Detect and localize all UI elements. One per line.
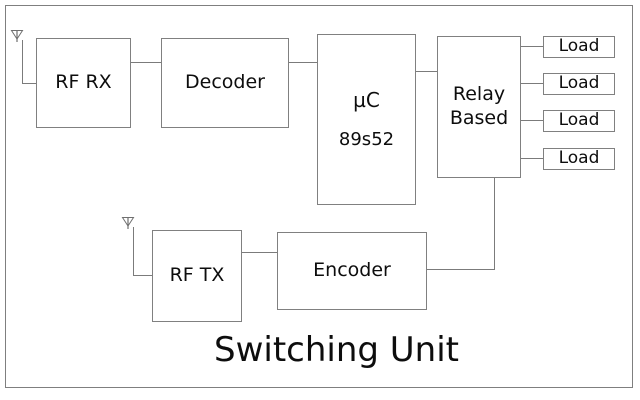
wire-rx-antenna-to-rfrx (22, 83, 38, 84)
wire-rfrx-to-decoder (131, 62, 162, 63)
block-mcu-line1: µC (353, 87, 380, 112)
wire-relay-to-encoder (427, 269, 495, 270)
wire-tx-antenna-to-rftx (133, 275, 154, 276)
block-load-2[interactable]: Load (543, 73, 615, 95)
block-load-4-label: Load (558, 148, 600, 169)
block-mcu-line2: 89s52 (338, 128, 395, 150)
diagram-title: Switching Unit (214, 330, 460, 370)
block-rf-rx[interactable]: RF RX (36, 38, 131, 128)
block-mcu[interactable]: µC 89s52 (317, 34, 416, 205)
block-relay-line2: Based (449, 107, 509, 129)
wire-tx-antenna-stem (133, 227, 134, 275)
wire-mcu-to-relay (416, 71, 438, 72)
block-decoder[interactable]: Decoder (161, 38, 289, 128)
block-load-2-label: Load (558, 73, 600, 94)
wire-relay-to-load-2 (521, 83, 543, 84)
rx-antenna-icon (10, 30, 24, 42)
wire-relay-to-load-4 (521, 158, 543, 159)
block-load-1-label: Load (558, 36, 600, 57)
block-rf-rx-label: RF RX (55, 71, 112, 94)
block-load-3-label: Load (558, 110, 600, 131)
block-encoder[interactable]: Encoder (277, 232, 427, 310)
block-load-1[interactable]: Load (543, 36, 615, 58)
block-rf-tx[interactable]: RF TX (152, 230, 242, 322)
block-relay[interactable]: Relay Based (437, 36, 521, 178)
wire-decoder-to-mcu (289, 62, 318, 63)
wire-relay-to-load-1 (521, 46, 543, 47)
block-decoder-label: Decoder (185, 71, 265, 94)
block-relay-line1: Relay (452, 83, 506, 106)
block-rf-tx-label: RF TX (169, 264, 225, 287)
wire-rftx-to-encoder (242, 252, 278, 253)
tx-antenna-icon (121, 217, 135, 229)
block-load-4[interactable]: Load (543, 148, 615, 170)
wire-relay-down (494, 178, 495, 269)
wire-rx-antenna-stem (22, 40, 23, 83)
block-load-3[interactable]: Load (543, 110, 615, 132)
block-encoder-label: Encoder (313, 259, 391, 282)
wire-relay-to-load-3 (521, 120, 543, 121)
